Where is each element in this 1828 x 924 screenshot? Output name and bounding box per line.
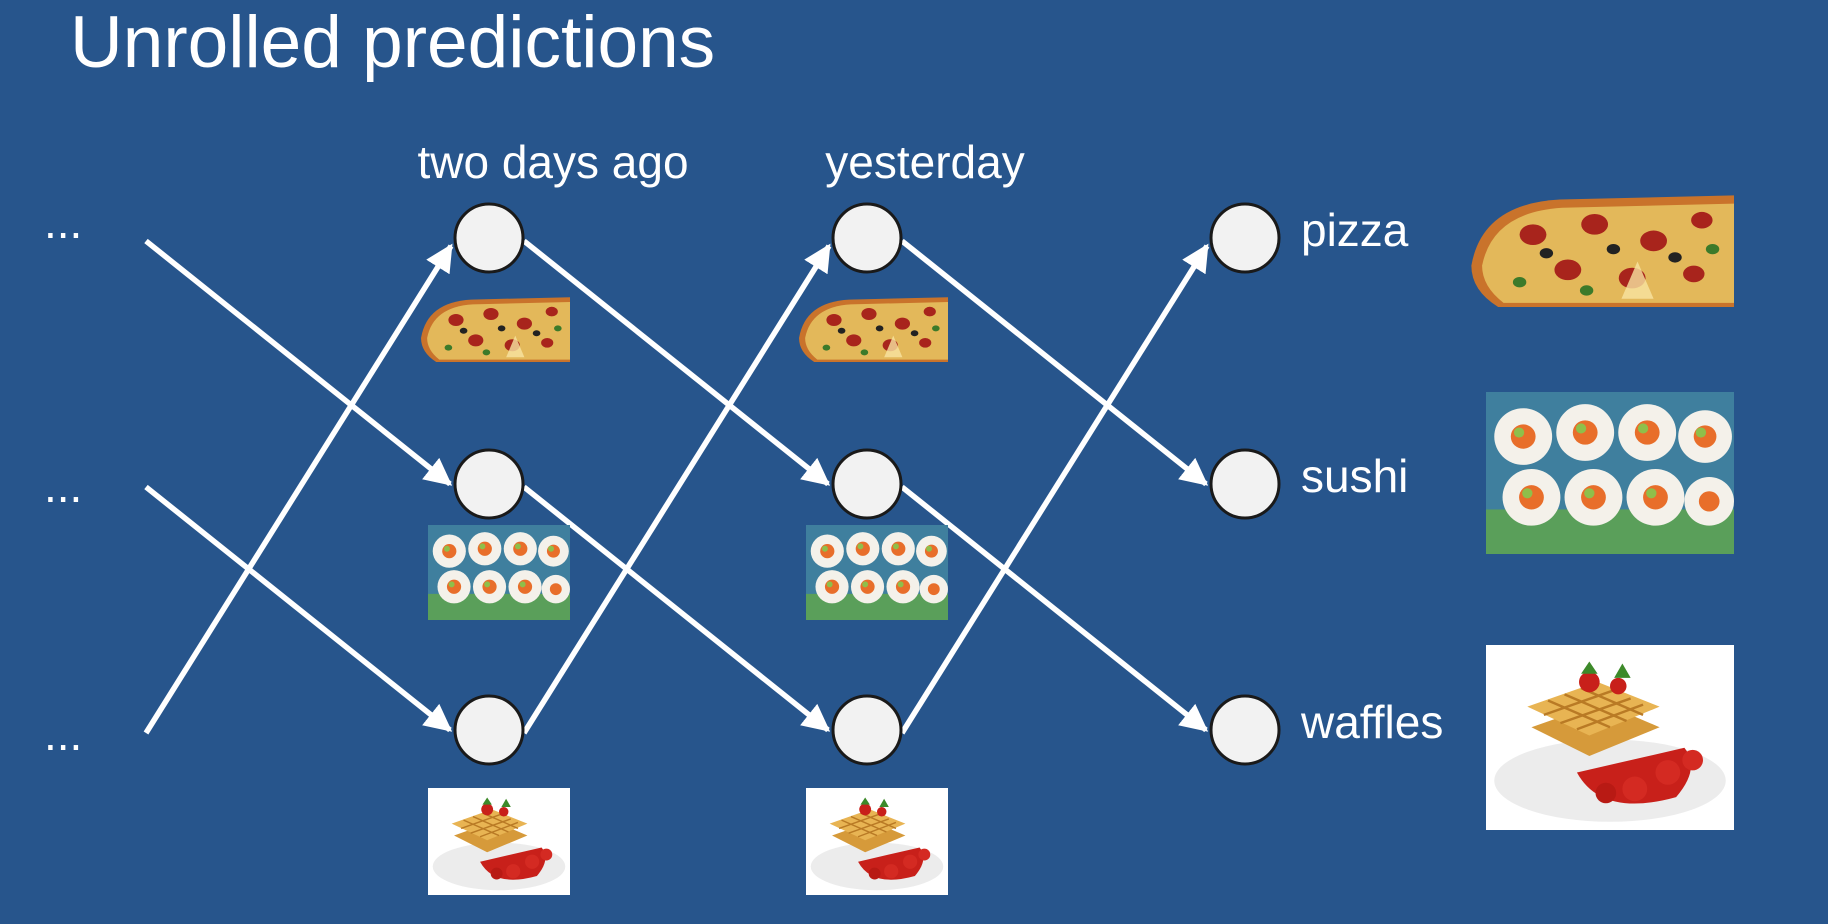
arrow-edge-middle-to-c1-waffles bbox=[144, 484, 453, 733]
arrow-c2-pizza-to-out-sushi bbox=[900, 238, 1209, 487]
output-label-sushi: sushi bbox=[1301, 450, 1408, 502]
output-label-waffles: waffles bbox=[1300, 696, 1443, 748]
column-label-yesterday: yesterday bbox=[825, 136, 1024, 188]
output-label-pizza: pizza bbox=[1301, 204, 1409, 256]
ellipsis-top: ... bbox=[44, 196, 82, 248]
arrow-c1-sushi-to-c2-waffles bbox=[522, 484, 831, 733]
arrow-c2-waffles-to-out-pizza bbox=[899, 243, 1210, 735]
node-output-waffles bbox=[1209, 694, 1281, 766]
pizza-image-yesterday bbox=[799, 297, 948, 362]
column-label-two-days-ago: two days ago bbox=[417, 136, 688, 188]
arrow-c2-sushi-to-out-waffles bbox=[900, 484, 1209, 733]
slide-title: Unrolled predictions bbox=[70, 2, 715, 83]
node-two-days-ago-waffles bbox=[453, 694, 525, 766]
arrow-c1-pizza-to-c2-sushi bbox=[522, 238, 831, 487]
sushi-image-large bbox=[1486, 392, 1734, 554]
node-two-days-ago-sushi bbox=[453, 448, 525, 520]
node-output-pizza bbox=[1209, 202, 1281, 274]
node-yesterday-sushi bbox=[831, 448, 903, 520]
node-two-days-ago-pizza bbox=[453, 202, 525, 274]
ellipsis-bottom: ... bbox=[44, 708, 82, 760]
waffles-image-yesterday bbox=[806, 788, 948, 895]
arrow-edge-top-to-c1-sushi bbox=[144, 238, 453, 487]
node-yesterday-pizza bbox=[831, 202, 903, 274]
waffles-image-two-days-ago bbox=[428, 788, 570, 895]
waffles-image-large bbox=[1486, 645, 1734, 830]
arrow-edge-bottom-to-c1-pizza bbox=[143, 243, 454, 735]
arrows bbox=[143, 238, 1210, 735]
sushi-image-two-days-ago bbox=[428, 525, 570, 620]
pizza-image-large bbox=[1471, 195, 1734, 307]
ellipsis-middle: ... bbox=[44, 460, 82, 512]
arrow-c1-waffles-to-c2-pizza bbox=[521, 243, 832, 735]
node-yesterday-waffles bbox=[831, 694, 903, 766]
pizza-image-two-days-ago bbox=[421, 297, 570, 362]
node-output-sushi bbox=[1209, 448, 1281, 520]
sushi-image-yesterday bbox=[806, 525, 948, 620]
